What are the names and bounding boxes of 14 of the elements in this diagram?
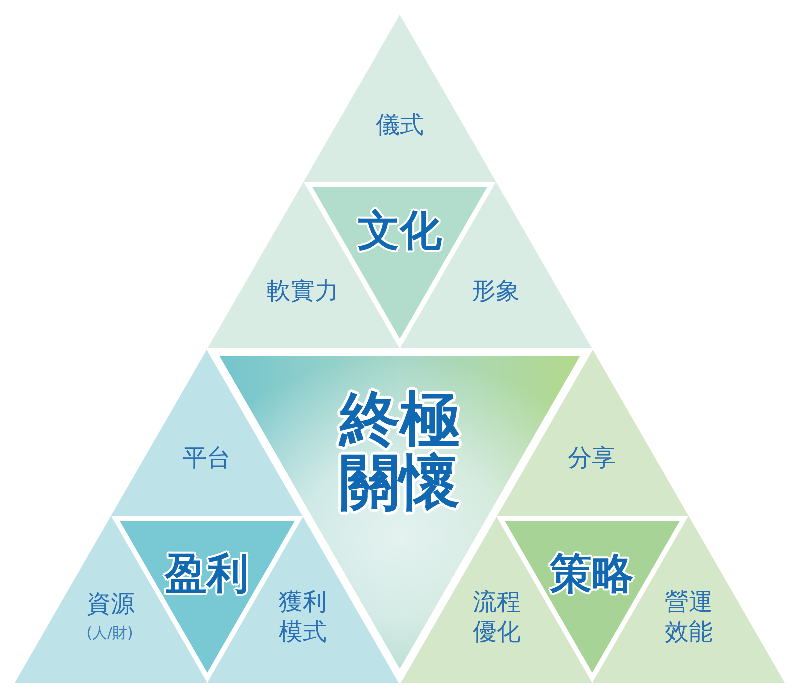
segment-label: 分享 <box>568 442 616 473</box>
segment-label: 形象 <box>472 276 520 306</box>
segment-title: 文化 <box>358 208 442 254</box>
segment-title: 盈利 <box>164 550 249 598</box>
segment-label: 儀式 <box>376 110 424 140</box>
segment-label: 軟實力 <box>266 276 339 306</box>
segment-label: 資源 <box>87 589 135 619</box>
segment-label: 獲利模式 <box>278 586 328 647</box>
segment-title: 策略 <box>550 550 634 598</box>
segment-label: 流程優化 <box>472 586 522 647</box>
center-title: 終極關懷 <box>338 389 461 515</box>
segment-label: 營運效能 <box>664 587 714 647</box>
segment-label: 平台 <box>183 442 231 473</box>
segment-note: (人/財) <box>86 624 134 642</box>
